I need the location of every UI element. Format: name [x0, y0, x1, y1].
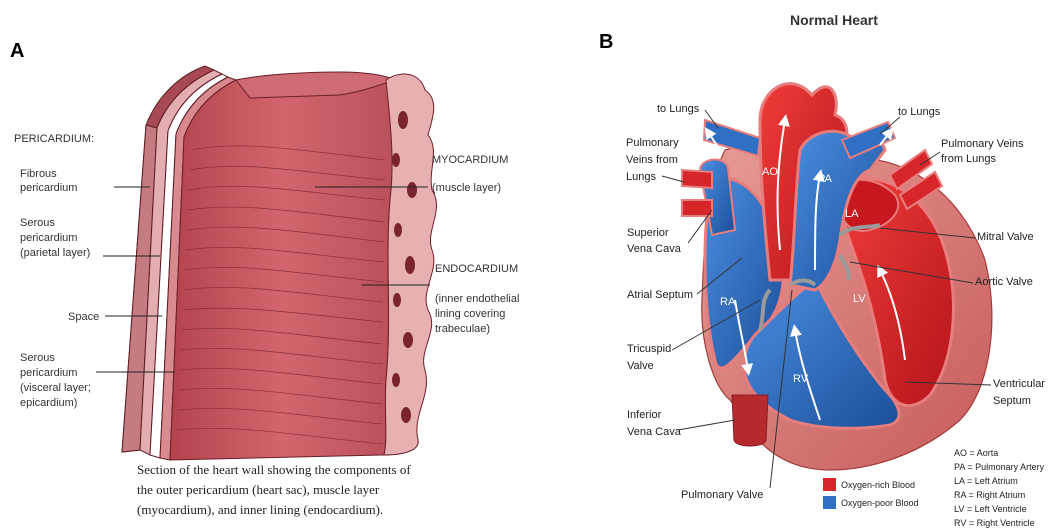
label-vent-septum-2: Septum	[993, 395, 1031, 407]
chamber-rv: RV	[793, 373, 809, 385]
label-pv-left-2: Veins from	[626, 154, 678, 166]
label-svc-2: Vena Cava	[627, 243, 682, 255]
label-pv-left-3: Lungs	[626, 171, 656, 183]
label-vent-septum-1: Ventricular	[993, 378, 1045, 390]
legend-swatch-oxygen-rich	[823, 478, 836, 491]
label-ivc-2: Vena Cava	[627, 426, 682, 438]
chamber-lv: LV	[853, 293, 866, 305]
abbreviation-key: AO = Aorta PA = Pulmonary Artery LA = Le…	[954, 448, 1045, 528]
label-to-lungs-right: to Lungs	[898, 106, 941, 118]
label-pulmonary-valve: Pulmonary Valve	[681, 489, 763, 501]
label-space: Space	[68, 311, 99, 323]
panel-a-letter: A	[10, 40, 24, 62]
label-pv-right-1: Pulmonary Veins	[941, 138, 1024, 150]
label-aortic-valve: Aortic Valve	[975, 276, 1033, 288]
caption-line-3: (myocardium), and inner lining (endocard…	[137, 502, 383, 517]
abbr-la: LA = Left Atrium	[954, 476, 1018, 486]
chamber-ao: AO	[762, 166, 778, 178]
panel-b-title: Normal Heart	[790, 12, 878, 28]
abbr-pa: PA = Pulmonary Artery	[954, 462, 1045, 472]
label-svc-1: Superior	[627, 227, 669, 239]
panel-a-caption: Section of the heart wall showing the co…	[137, 462, 411, 517]
abbr-rv: RV = Right Ventricle	[954, 518, 1035, 528]
panel-a-labels-right: MYOCARDIUM (muscle layer) ENDOCARDIUM (i…	[432, 154, 519, 335]
pericardium-heading: PERICARDIUM:	[14, 133, 94, 145]
chamber-la: LA	[845, 208, 859, 220]
legend-label-oxygen-poor: Oxygen-poor Blood	[841, 498, 919, 508]
label-endocardium: ENDOCARDIUM	[435, 263, 518, 275]
label-serous-parietal-3: (parietal layer)	[20, 247, 90, 259]
panel-a: A	[10, 40, 519, 517]
label-serous-parietal-2: pericardium	[20, 232, 77, 244]
legend-label-oxygen-rich: Oxygen-rich Blood	[841, 480, 915, 490]
label-serous-visceral-2: pericardium	[20, 367, 77, 379]
panel-a-labels-left: PERICARDIUM: Fibrous pericardium Serous …	[14, 133, 99, 409]
label-to-lungs-left: to Lungs	[657, 103, 700, 115]
abbr-ao: AO = Aorta	[954, 448, 998, 458]
caption-line-2: the outer pericardium (heart sac), muscl…	[137, 482, 380, 497]
myocardium-block	[170, 80, 395, 460]
abbr-lv: LV = Left Ventricle	[954, 504, 1027, 514]
legend-swatch-oxygen-poor	[823, 496, 836, 509]
label-endocardium-sub-2: lining covering	[435, 308, 505, 320]
label-fibrous-1: Fibrous	[20, 168, 57, 180]
label-tricuspid-2: Valve	[627, 360, 654, 372]
label-endocardium-sub-3: trabeculae)	[435, 323, 490, 335]
label-tricuspid-1: Tricuspid	[627, 343, 671, 355]
chamber-pa: PA	[818, 173, 833, 185]
label-serous-parietal-1: Serous	[20, 217, 55, 229]
panel-b: B Normal Heart	[599, 12, 1045, 528]
label-endocardium-sub-1: (inner endothelial	[435, 293, 519, 305]
label-ivc-1: Inferior	[627, 409, 662, 421]
legend: Oxygen-rich Blood Oxygen-poor Blood	[823, 478, 919, 509]
caption-line-1: Section of the heart wall showing the co…	[137, 462, 411, 477]
abbr-ra: RA = Right Atrium	[954, 490, 1025, 500]
label-atrial-septum: Atrial Septum	[627, 289, 693, 301]
label-muscle-layer: (muscle layer)	[432, 182, 501, 194]
panel-b-letter: B	[599, 31, 613, 53]
label-serous-visceral-4: epicardium)	[20, 397, 77, 409]
heart-wall-illustration	[122, 66, 437, 460]
inferior-vena-cava	[732, 395, 768, 446]
label-serous-visceral-1: Serous	[20, 352, 55, 364]
label-mitral-valve: Mitral Valve	[977, 231, 1034, 243]
label-pv-right-2: from Lungs	[941, 153, 997, 165]
label-serous-visceral-3: (visceral layer;	[20, 382, 91, 394]
label-fibrous-2: pericardium	[20, 182, 77, 194]
label-myocardium: MYOCARDIUM	[432, 154, 508, 166]
label-pv-left-1: Pulmonary	[626, 137, 679, 149]
chamber-ra: RA	[720, 296, 736, 308]
